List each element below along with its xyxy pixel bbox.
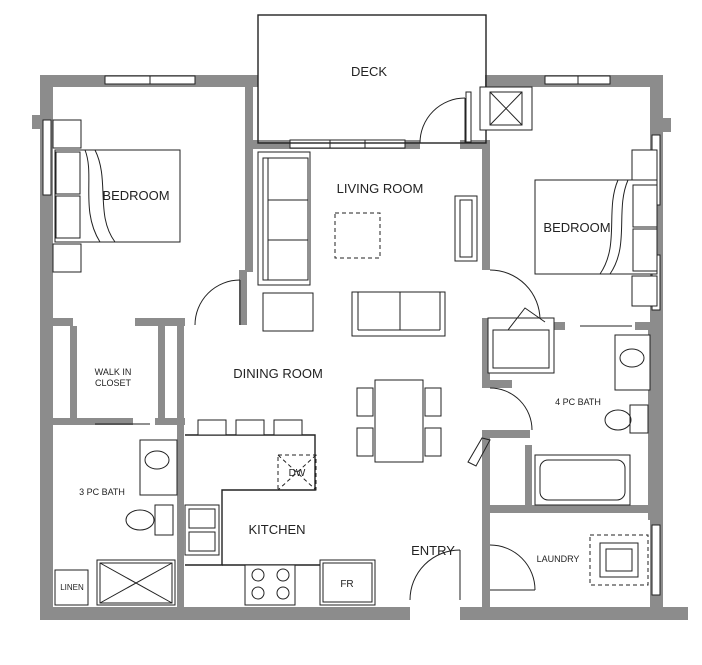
closet-block — [487, 307, 555, 374]
laundry — [589, 534, 649, 586]
deck-outline — [257, 14, 487, 144]
label-dishwasher: DW — [289, 468, 306, 479]
label-fridge: FR — [340, 579, 353, 590]
bath-4pc — [534, 334, 651, 506]
label-kitchen: KITCHEN — [248, 522, 305, 537]
label-walk-in-1: WALK IN — [95, 367, 132, 377]
label-dining-room: DINING ROOM — [233, 366, 323, 381]
bath-3pc — [54, 439, 178, 606]
kitchen — [184, 419, 376, 606]
label-deck: DECK — [351, 64, 387, 79]
living-furniture — [257, 151, 478, 337]
label-entry: ENTRY — [411, 543, 455, 558]
label-linen: LINEN — [60, 583, 84, 592]
label-walk-in-2: CLOSET — [95, 378, 132, 388]
label-bath-3pc: 3 PC BATH — [79, 487, 125, 497]
dining-table — [356, 379, 442, 463]
room-labels: DECK LIVING ROOM BEDROOM BEDROOM WALK IN… — [60, 64, 610, 592]
interior-walls — [53, 87, 655, 611]
bed-left — [52, 119, 181, 273]
label-laundry: LAUNDRY — [537, 554, 580, 564]
bed-right — [479, 86, 658, 307]
label-bath-4pc: 4 PC BATH — [555, 397, 601, 407]
doors[interactable] — [95, 91, 632, 601]
label-bedroom-right: BEDROOM — [543, 220, 610, 235]
label-bedroom-left: BEDROOM — [102, 188, 169, 203]
label-living-room: LIVING ROOM — [337, 181, 424, 196]
